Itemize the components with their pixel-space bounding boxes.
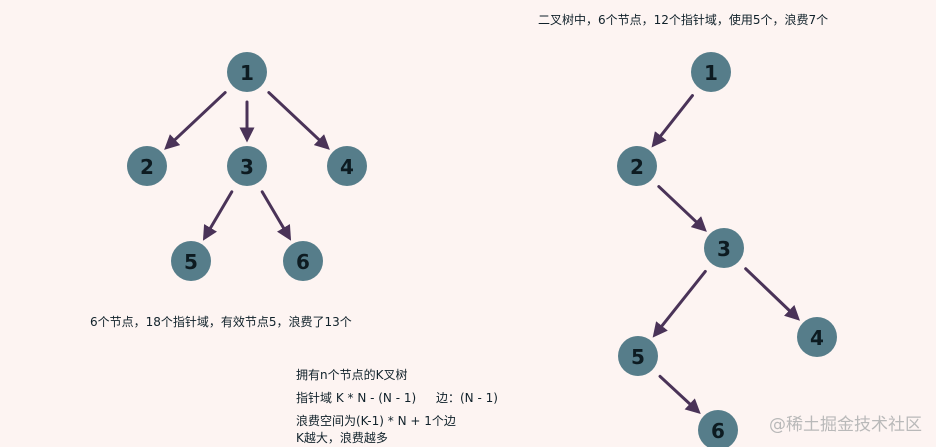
- right-tree-edge-2-3: [657, 185, 707, 232]
- left-tree-node-2: 2: [127, 146, 167, 186]
- left-tree-edge-1-4: [267, 91, 330, 150]
- node-circle: [797, 317, 837, 357]
- left-tree-node-1: 1: [227, 52, 267, 92]
- right-tree-node-4: 4: [797, 317, 837, 357]
- left-tree-edge-1-2: [164, 91, 227, 150]
- watermark: @稀土掘金技术社区: [769, 415, 922, 435]
- node-label: 1: [240, 61, 254, 85]
- notes-line-3: 浪费空间为(K-1) * N + 1个边: [296, 414, 456, 428]
- left-tree-edge-3-6: [260, 190, 292, 241]
- node-circle: [227, 52, 267, 92]
- right-tree-edge-3-4: [744, 267, 801, 321]
- left-tree-node-6: 6: [283, 241, 323, 281]
- node-circle: [283, 241, 323, 281]
- right-tree-node-1: 1: [691, 52, 731, 92]
- node-circle: [691, 52, 731, 92]
- left-tree-node-5: 5: [171, 241, 211, 281]
- right-tree-node-5: 5: [618, 336, 658, 376]
- node-label: 4: [340, 155, 354, 179]
- notes-line-2-pointers: 指针域 K * N - (N - 1): [296, 391, 417, 405]
- right-tree-node-3: 3: [704, 228, 744, 268]
- right-tree-caption: 二叉树中，6个节点，12个指针域，使用5个，浪费7个: [538, 13, 829, 27]
- node-label: 6: [711, 419, 725, 443]
- node-circle: [618, 336, 658, 376]
- node-circle: [704, 228, 744, 268]
- node-circle: [227, 146, 267, 186]
- left-tree-edges: [164, 91, 330, 241]
- right-tree-edges: [651, 94, 801, 415]
- left-tree-caption: 6个节点，18个指针域，有效节点5，浪费了13个: [90, 315, 352, 329]
- right-tree-edge-1-2: [651, 94, 694, 148]
- node-label: 6: [296, 250, 310, 274]
- node-circle: [617, 146, 657, 186]
- notes-line-4: K越大，浪费越多: [296, 431, 388, 445]
- notes-line-2-edges: 边：(N - 1): [436, 391, 498, 405]
- node-circle: [698, 410, 738, 447]
- right-tree-edge-3-5: [652, 269, 707, 338]
- node-circle: [171, 241, 211, 281]
- node-circle: [327, 146, 367, 186]
- node-label: 1: [704, 61, 718, 85]
- right-tree-node-6: 6: [698, 410, 738, 447]
- node-label: 4: [810, 326, 824, 350]
- notes-line-1: 拥有n个节点的K叉树: [296, 368, 408, 382]
- node-label: 3: [717, 237, 731, 261]
- right-tree-node-2: 2: [617, 146, 657, 186]
- node-label: 2: [630, 155, 644, 179]
- node-label: 5: [631, 345, 645, 369]
- node-circle: [127, 146, 167, 186]
- left-tree-node-4: 4: [327, 146, 367, 186]
- right-tree-edge-5-6: [658, 374, 701, 415]
- right-tree-nodes: 1 2 3 4 5 6: [617, 52, 837, 447]
- node-label: 5: [184, 250, 198, 274]
- node-label: 2: [140, 155, 154, 179]
- left-tree-edge-3-5: [202, 190, 234, 241]
- left-tree-nodes: 1 2 3 4 5 6: [127, 52, 367, 281]
- node-label: 3: [240, 155, 254, 179]
- left-tree-node-3: 3: [227, 146, 267, 186]
